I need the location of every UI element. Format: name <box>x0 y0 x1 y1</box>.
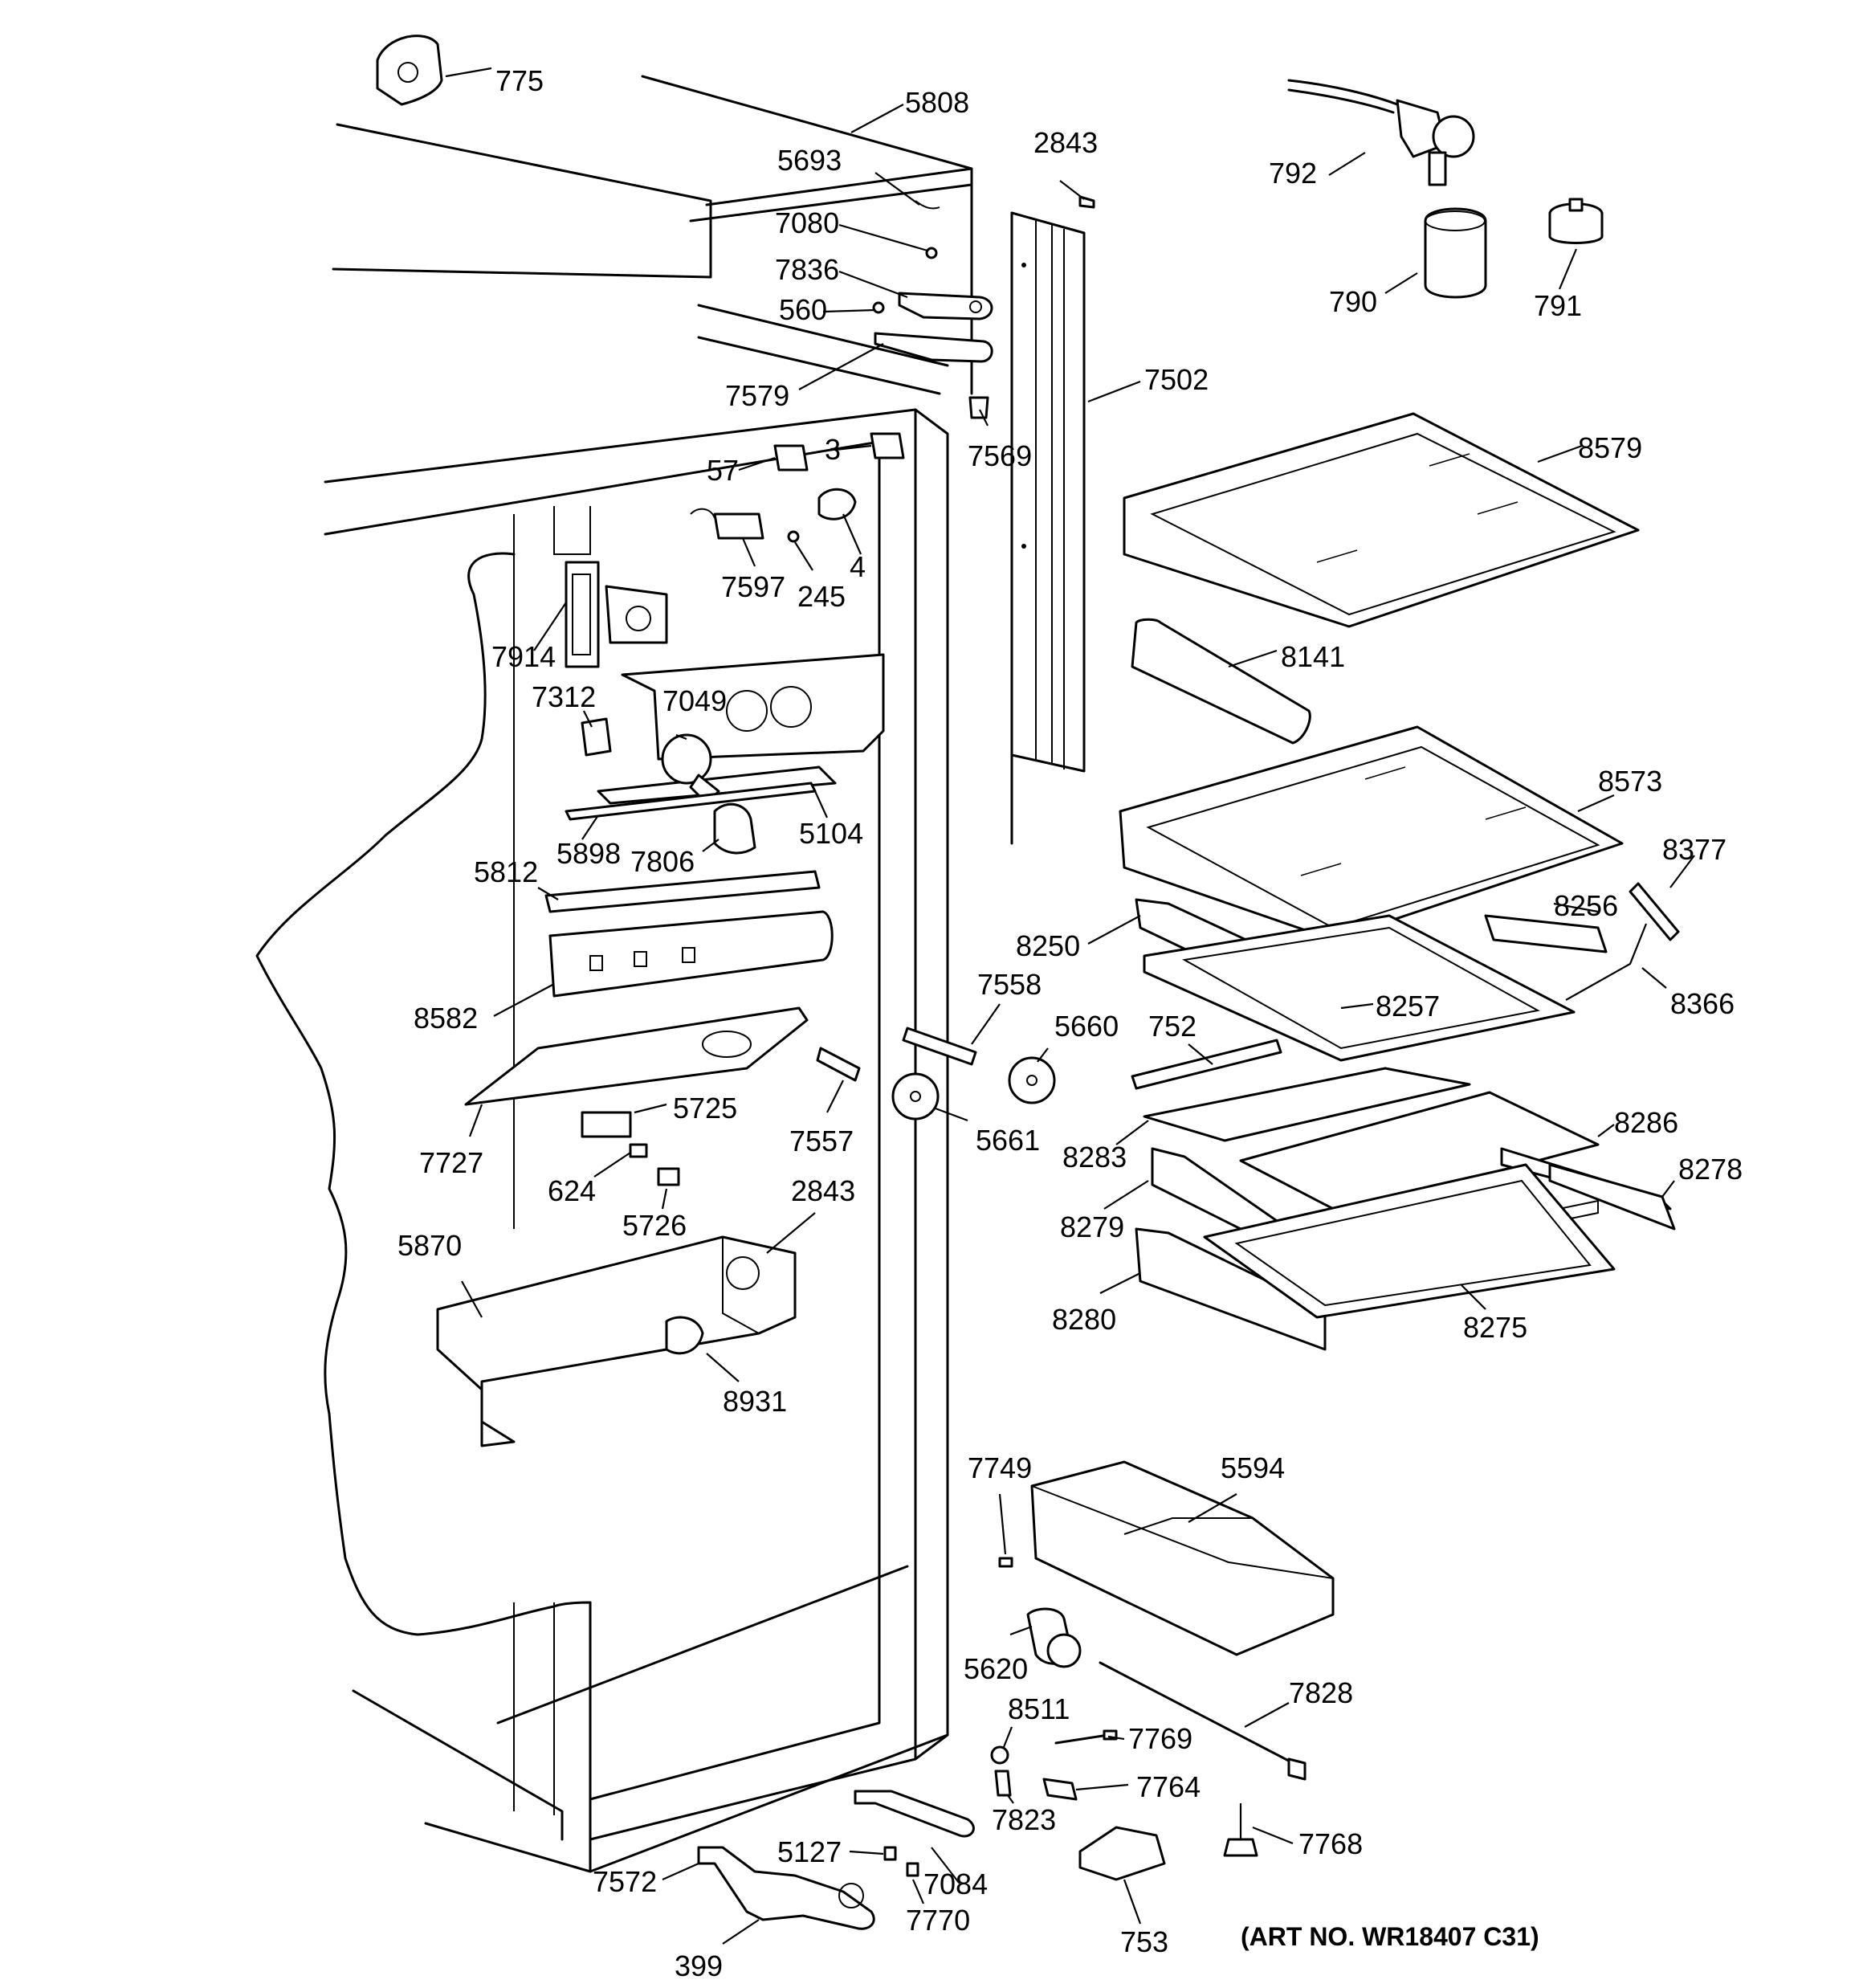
part-label: 5812 <box>474 855 538 888</box>
part-label: 3 <box>825 433 841 466</box>
part-label: 8366 <box>1670 987 1735 1020</box>
part-label: 8257 <box>1376 990 1440 1023</box>
part-label: 5660 <box>1054 1010 1119 1043</box>
shelf-8573 <box>1119 725 1624 941</box>
part-label: 8279 <box>1060 1210 1124 1243</box>
part-label: 8250 <box>1016 929 1080 962</box>
part-label: 7836 <box>775 253 839 286</box>
part-label: 5726 <box>622 1209 687 1242</box>
part-label: 7557 <box>789 1125 854 1157</box>
part-label: 560 <box>779 293 827 326</box>
part-label: 7828 <box>1289 1676 1353 1709</box>
part-label: 7084 <box>923 1868 988 1900</box>
leader-lines <box>445 67 1695 1945</box>
part-label: 7597 <box>721 570 785 603</box>
light-housing-assembly <box>464 653 885 1186</box>
part-label: 790 <box>1329 285 1377 318</box>
part-label: 7770 <box>906 1904 970 1937</box>
part-label: 7769 <box>1128 1722 1192 1755</box>
part-label: 5725 <box>673 1092 737 1125</box>
part-label: 8286 <box>1614 1106 1678 1139</box>
part-label: 8511 <box>1008 1692 1070 1725</box>
part-label: 5620 <box>964 1652 1028 1685</box>
part-label: 791 <box>1534 289 1582 322</box>
part-label: 7572 <box>593 1865 657 1898</box>
part-label: 5661 <box>976 1124 1040 1157</box>
shelf-frame-8250 <box>1135 882 1680 1062</box>
strip-752 <box>1131 1039 1282 1090</box>
part-label: 5898 <box>556 837 621 870</box>
shelf-panels <box>1143 1067 1600 1214</box>
part-label: 5104 <box>799 817 863 850</box>
part-label: 7049 <box>662 684 727 717</box>
center-small-parts <box>816 1027 1056 1121</box>
part-label: 8573 <box>1598 765 1662 798</box>
divider-8141 <box>1131 618 1311 745</box>
part-label: 399 <box>675 1949 723 1982</box>
part-label: 7823 <box>992 1803 1056 1836</box>
part-label: 5870 <box>397 1229 462 1262</box>
part-label: 5127 <box>777 1835 842 1868</box>
part-label: 8275 <box>1463 1311 1527 1344</box>
part-label: 624 <box>548 1174 596 1207</box>
part-label: 4 <box>850 550 866 583</box>
part-number-labels: 775 5808 5693 2843 7080 7836 560 7579 75… <box>397 64 1743 1982</box>
part-label: 8256 <box>1554 889 1618 922</box>
part-label: 775 <box>495 64 544 97</box>
part-label: 5693 <box>777 144 842 177</box>
part-label: 5594 <box>1221 1451 1285 1484</box>
part-label: 8582 <box>414 1002 478 1035</box>
part-label: 8579 <box>1578 431 1642 464</box>
part-label: 8283 <box>1062 1141 1127 1174</box>
part-label: 7558 <box>977 968 1042 1001</box>
part-label: 7727 <box>419 1146 483 1179</box>
part-label: 7914 <box>491 640 556 673</box>
part-label: 753 <box>1120 1925 1168 1958</box>
shelf-8579 <box>1123 412 1640 628</box>
part-label: 8141 <box>1281 640 1345 673</box>
door-hinge-side-strip <box>1010 211 1086 845</box>
part-label: 7764 <box>1136 1770 1201 1803</box>
part-label: 7312 <box>532 680 596 713</box>
part-label: 2843 <box>791 1174 855 1207</box>
part-label: 7502 <box>1144 363 1209 396</box>
part-label: 8280 <box>1052 1303 1116 1336</box>
part-label: 8377 <box>1662 833 1726 866</box>
top-parts <box>376 35 1095 668</box>
part-label: 8278 <box>1678 1153 1743 1186</box>
part-label: 2843 <box>1033 126 1098 159</box>
refrigerator-cabinet <box>255 75 973 1873</box>
part-label: 752 <box>1148 1010 1196 1043</box>
duct-assembly <box>436 1235 797 1447</box>
part-label: 5808 <box>905 86 969 119</box>
art-number: (ART NO. WR18407 C31) <box>1241 1922 1539 1951</box>
part-label: 7579 <box>725 379 789 412</box>
water-filter-parts <box>1287 79 1604 299</box>
part-label: 57 <box>707 454 739 487</box>
part-label: 792 <box>1269 157 1317 190</box>
part-label: 245 <box>797 580 846 613</box>
part-label: 7569 <box>968 439 1032 472</box>
part-label: 7080 <box>775 206 839 239</box>
part-label: 7749 <box>968 1451 1032 1484</box>
part-label: 7768 <box>1298 1827 1363 1860</box>
crisper-frame-8280 <box>1135 1163 1616 1351</box>
bottom-parts <box>697 1460 1335 1930</box>
part-label: 7806 <box>630 845 695 878</box>
part-label: 8931 <box>723 1385 787 1418</box>
